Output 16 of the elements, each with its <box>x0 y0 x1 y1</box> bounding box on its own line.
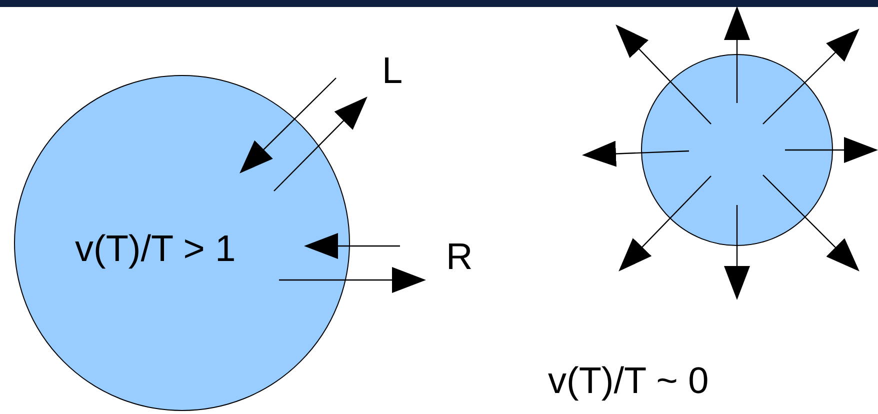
condition-label: v(T)/T > 1 <box>75 230 236 267</box>
arrow <box>618 176 712 272</box>
arrow <box>304 233 400 259</box>
arrow <box>785 137 878 163</box>
arrow <box>616 24 712 124</box>
arrow <box>274 96 368 192</box>
arrow <box>724 6 750 103</box>
arrow <box>240 78 336 174</box>
particle-label: L <box>382 52 403 89</box>
arrow <box>762 174 860 272</box>
condition-label: v(T)/T ~ 0 <box>548 362 709 399</box>
arrow <box>724 205 750 300</box>
particle-label: R <box>446 238 473 275</box>
arrow <box>762 28 860 124</box>
arrow <box>582 140 690 167</box>
arrow <box>279 267 426 293</box>
